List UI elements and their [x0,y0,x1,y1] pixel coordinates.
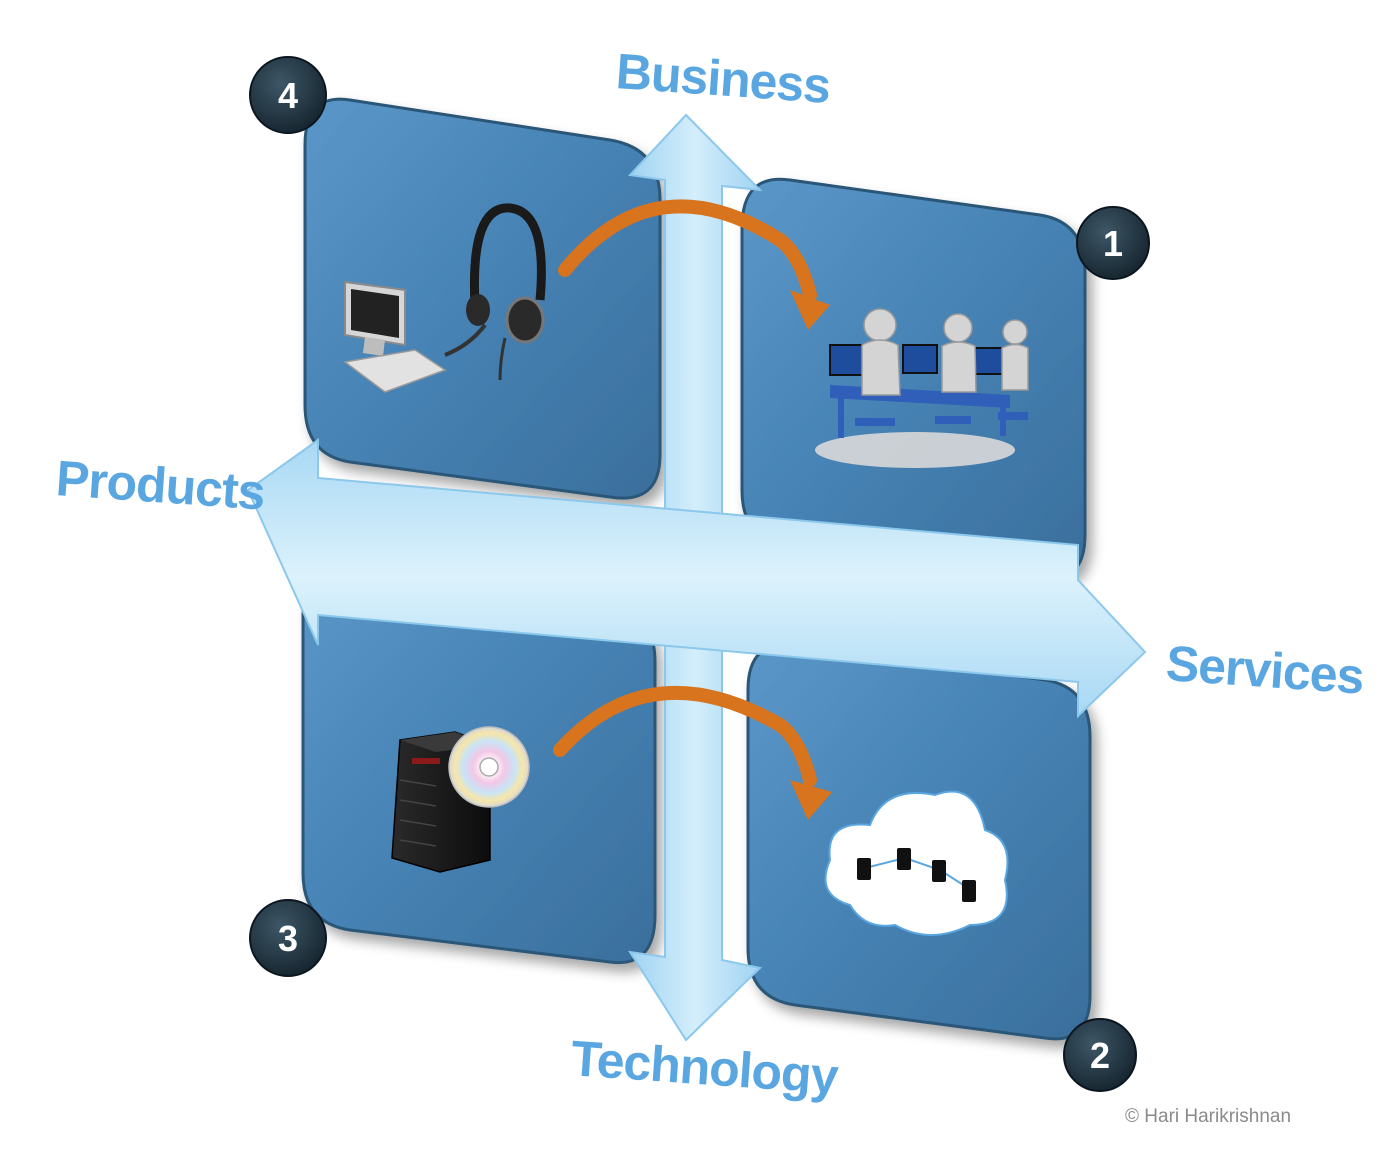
computer-headset-icon [343,203,546,393]
transition-arrow-top [558,199,830,330]
call-center-team-icon [815,308,1029,468]
server-software-icon [391,726,530,873]
copyright-text: © Hari Harikrishnan [1125,1106,1291,1127]
badge-4: 4 [249,56,327,134]
svg-text:1: 1 [1103,223,1123,264]
horizontal-axis-arrow [246,438,1147,719]
svg-text:3: 3 [278,918,298,959]
cloud-network-icon [824,790,1009,936]
badge-3: 3 [249,899,327,977]
badge-1: 1 [1076,206,1150,280]
svg-text:4: 4 [278,75,298,116]
axis-label-products: Products [54,450,266,520]
badge-2: 2 [1063,1018,1137,1092]
axis-label-technology: Technology [569,1030,840,1105]
axis-label-business: Business [614,43,832,114]
svg-text:2: 2 [1090,1035,1110,1076]
transition-arrow-bottom [553,685,832,820]
axis-label-services: Services [1164,635,1365,705]
